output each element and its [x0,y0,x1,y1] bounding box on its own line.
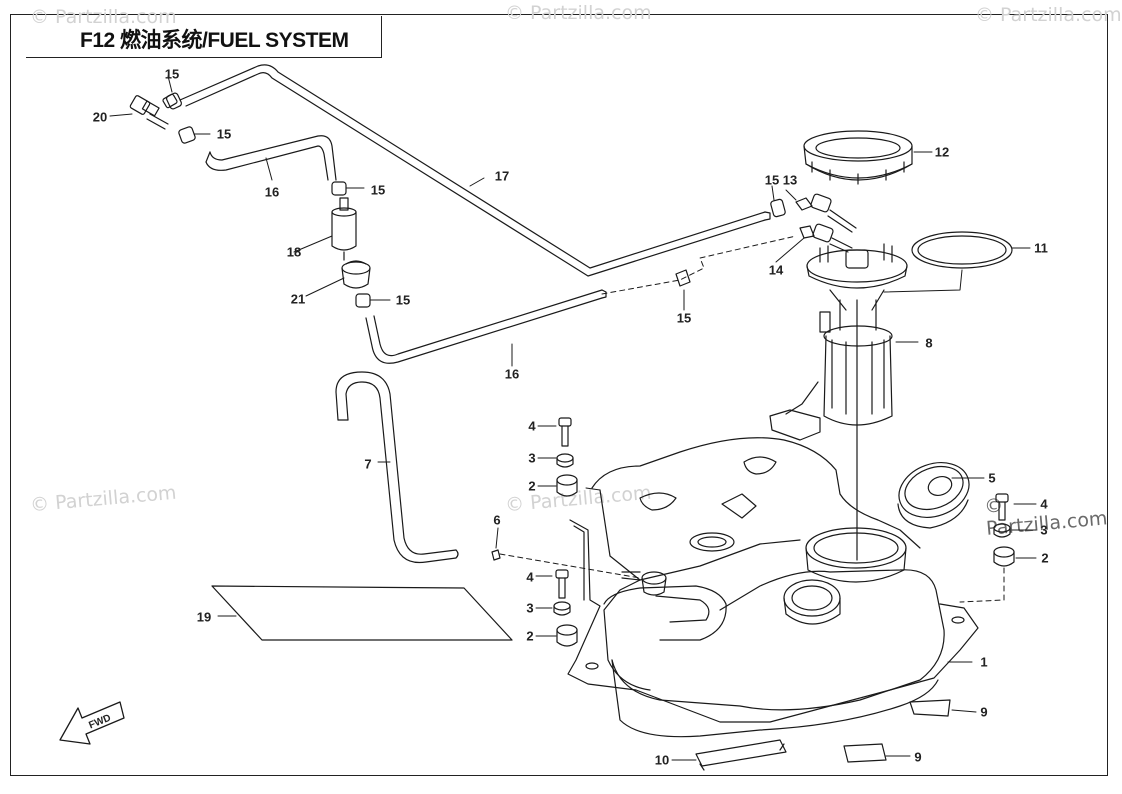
watermark: © Partzilla.com [505,2,652,24]
plate-19 [211,585,513,641]
callout-3: 3 [528,450,536,466]
fuel-pump-8 [769,243,908,441]
callout-15: 15 [764,172,780,188]
bolt-4 [555,417,1009,599]
callout-15: 15 [676,310,692,326]
callout-4: 4 [1040,496,1048,512]
callout-13: 13 [782,172,798,188]
fwd-arrow-icon [59,701,125,745]
callout-19: 19 [196,609,212,625]
callout-11: 11 [1034,240,1048,256]
callout-3: 3 [1040,522,1048,538]
callout-2: 2 [1041,550,1049,566]
gasket-11 [911,231,1013,269]
callout-14: 14 [768,262,784,278]
callout-1: 1 [980,654,988,670]
fuel-cap-5 [897,462,970,529]
watermark: © Partzilla.com [975,4,1122,26]
fuel-hose-16-lower [365,289,607,364]
callout-2: 2 [526,628,534,644]
callout-5: 5 [988,470,996,486]
callout-15: 15 [370,182,386,198]
fuel-hose-7 [335,371,459,564]
callout-10: 10 [654,752,670,768]
fuel-filter-18 [331,197,357,261]
diagram-frame [10,14,1108,776]
callout-15: 15 [164,66,180,82]
pad-9 [843,699,951,763]
callout-8: 8 [925,335,933,351]
callout-9: 9 [914,749,922,765]
callout-15: 15 [395,292,411,308]
filter-bracket-21 [341,260,371,289]
fuel-tank-1 [567,437,979,738]
callout-4: 4 [526,569,534,585]
grommet-2 [556,474,1015,647]
callout-20: 20 [92,109,108,125]
fuel-pipe-17 [179,64,771,277]
lock-ring-12 [803,130,913,185]
leader-lines [109,75,1037,761]
callout-4: 4 [528,418,536,434]
fitting-14 [799,223,853,253]
pad-10 [695,739,787,771]
watermark: © Partzilla.com [30,6,177,28]
callout-12: 12 [934,144,950,160]
callout-2: 2 [528,478,536,494]
callout-16: 16 [504,366,520,382]
callout-7: 7 [364,456,372,472]
callout-9: 9 [980,704,988,720]
callout-18: 18 [286,244,302,260]
diagram-title: F12 燃油系统/FUEL SYSTEM [80,29,349,52]
callout-6: 6 [493,512,501,528]
callout-15: 15 [216,126,232,142]
hose-clamp-15 [165,92,786,308]
callout-17: 17 [494,168,510,184]
fuel-hose-16-upper [205,135,337,181]
callout-3: 3 [526,600,534,616]
callout-21: 21 [290,291,306,307]
fitting-13 [795,193,857,233]
clip-6 [491,549,501,561]
washer-3 [553,453,1011,616]
title-box [26,16,382,58]
callout-16: 16 [264,184,280,200]
connector-20 [129,93,178,130]
